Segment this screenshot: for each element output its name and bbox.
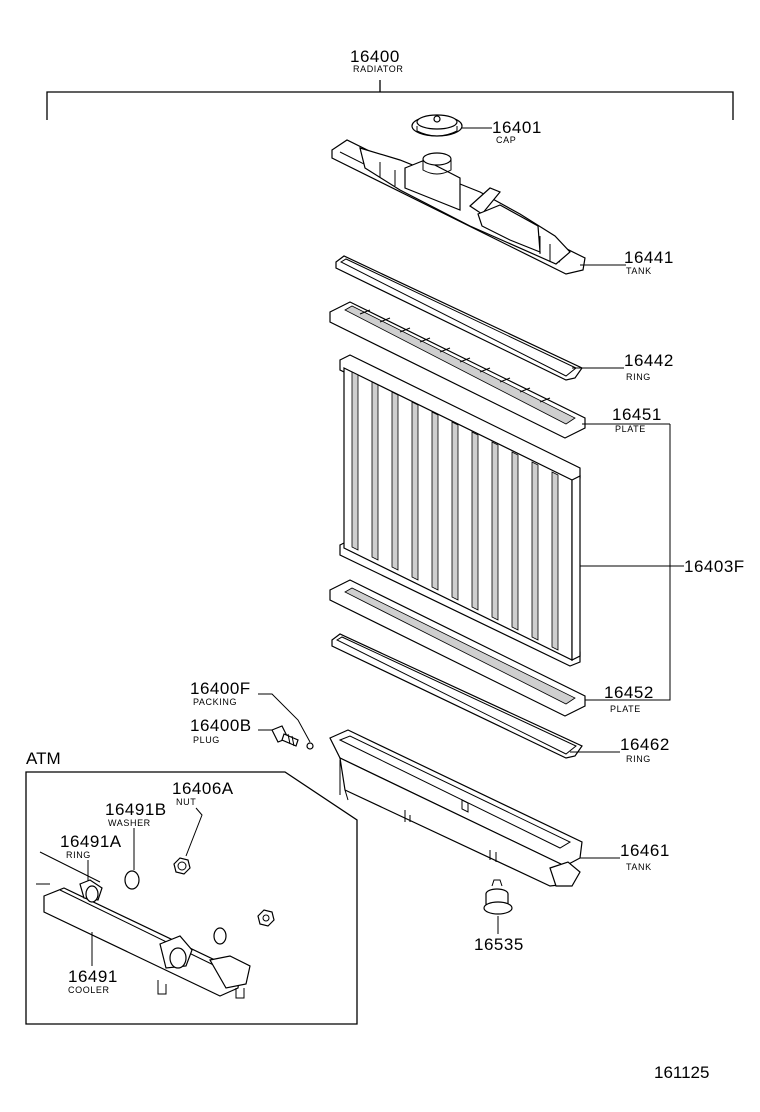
part-16441-name: TANK (626, 266, 652, 276)
atm-label: ATM (26, 749, 61, 768)
cap-16401-drawing (411, 114, 463, 137)
plug-16400B-drawing (271, 725, 299, 747)
part-16441-number[interactable]: 16441 (624, 248, 674, 267)
part-16400B-name: PLUG (193, 735, 220, 745)
diagram-id: 161125 (654, 1063, 709, 1082)
part-16400-number[interactable]: 16400 (350, 47, 400, 66)
part-16491A-number[interactable]: 16491A (60, 832, 122, 851)
part-16401-name: CAP (496, 135, 516, 145)
packing-16400F-drawing (306, 742, 314, 750)
part-16400B-number[interactable]: 16400B (190, 716, 252, 735)
plate-16451-drawing (329, 301, 586, 439)
part-16451-name: PLATE (615, 424, 646, 434)
core-16403F-drawing (339, 354, 581, 667)
part-16442-name: RING (626, 372, 651, 382)
upper-tank-16441-drawing (331, 139, 586, 275)
part-16400-name: RADIATOR (353, 64, 403, 74)
part-16401-number[interactable]: 16401 (492, 118, 542, 137)
part-16491B-number[interactable]: 16491B (105, 800, 167, 819)
part-16491B-name: WASHER (108, 818, 151, 828)
packing-leader (258, 693, 311, 743)
part-16406A-number[interactable]: 16406A (172, 779, 234, 798)
part-16406A-name: NUT (176, 797, 196, 807)
part-16462-number[interactable]: 16462 (620, 735, 670, 754)
part-16491-number[interactable]: 16491 (68, 967, 118, 986)
nut-16406A-drawing (173, 857, 191, 875)
part-16451-number[interactable]: 16451 (612, 405, 662, 424)
part-16491A-name: RING (66, 850, 91, 860)
part-16403F-number[interactable]: 16403F (684, 557, 745, 576)
ring-16462-drawing (331, 633, 583, 759)
washer-16491B-drawing (124, 870, 140, 890)
part-16452-number[interactable]: 16452 (604, 683, 654, 702)
drain-16535-drawing (483, 879, 513, 915)
part-16461-number[interactable]: 16461 (620, 841, 670, 860)
part-16400F-name: PACKING (193, 697, 237, 707)
atm-box (25, 771, 358, 1025)
part-16535-number[interactable]: 16535 (474, 935, 524, 954)
part-16400F-number[interactable]: 16400F (190, 679, 251, 698)
part-16462-name: RING (626, 754, 651, 764)
part-16452-name: PLATE (610, 704, 641, 714)
radiator-bracket (46, 80, 734, 120)
lower-tank-16461-drawing (329, 729, 583, 887)
part-16442-number[interactable]: 16442 (624, 351, 674, 370)
plate-16452-drawing (329, 579, 586, 717)
cooler-16491-drawing (36, 851, 275, 999)
part-16461-name: TANK (626, 862, 652, 872)
part-16491-name: COOLER (68, 985, 110, 995)
